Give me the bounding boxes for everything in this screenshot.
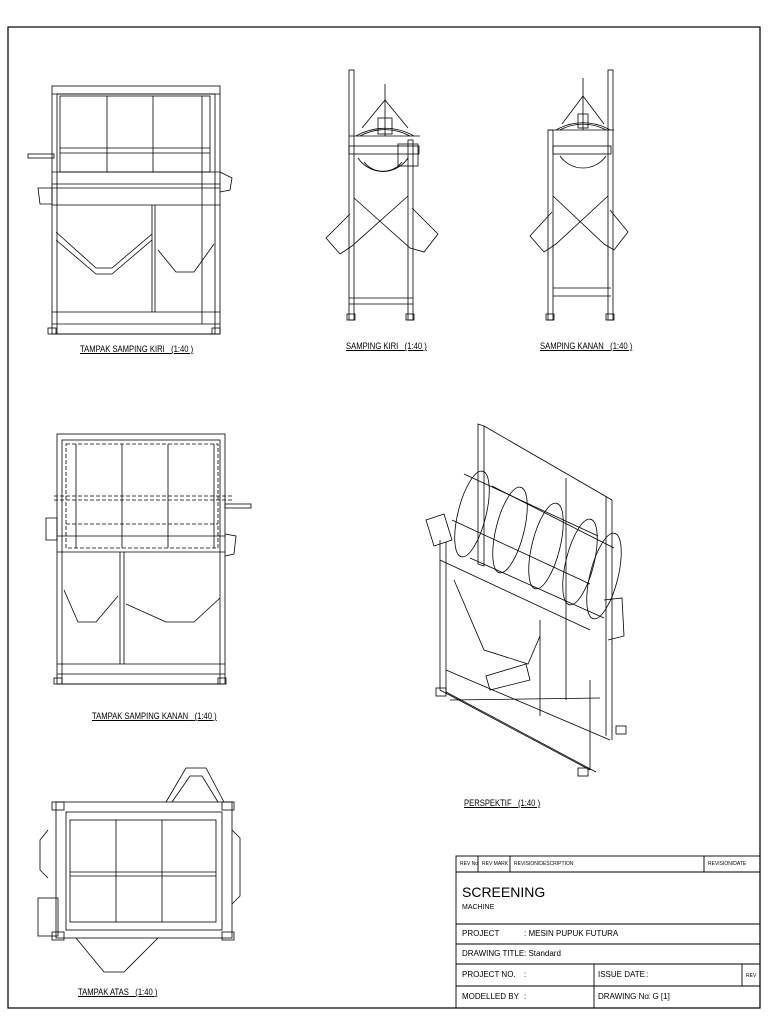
caption-right-side-text: TAMPAK SAMPING KANAN xyxy=(92,711,189,721)
sheet-border xyxy=(7,26,761,1009)
caption-side-left-scale: (1:40 ) xyxy=(404,341,427,351)
tb-title: SCREENING xyxy=(462,884,546,900)
view-left-side-elevation xyxy=(27,85,233,335)
tb-rev-mark: REV MARK xyxy=(482,861,509,867)
caption-right-side-scale: (1:40 ) xyxy=(194,711,217,721)
caption-side-right: SAMPING KANAN (1:40 ) xyxy=(540,341,632,351)
view-perspective xyxy=(425,423,627,777)
view-right-side-elevation xyxy=(45,433,252,685)
caption-perspective-text: PERSPEKTIF xyxy=(464,798,512,808)
tb-issue-date-label: ISSUE DATE xyxy=(598,970,645,979)
caption-perspective: PERSPEKTIF (1:40 ) xyxy=(464,798,540,808)
caption-left-side: TAMPAK SAMPING KIRI (1:40 ) xyxy=(80,344,193,354)
tb-revision-description: REVISION/DESCRIPTION xyxy=(514,861,574,867)
caption-top: TAMPAK ATAS (1:40 ) xyxy=(78,987,157,997)
tb-modelled-by-label: MODELLED BY xyxy=(462,992,519,1001)
caption-top-scale: (1:40 ) xyxy=(135,987,158,997)
tb-drawing-no-value: : G [1] xyxy=(648,992,670,1001)
tb-rev-no: REV No xyxy=(460,861,479,867)
caption-top-text: TAMPAK ATAS xyxy=(78,987,129,997)
tb-issue-date-value: : xyxy=(646,970,649,979)
tb-project-no-value: : xyxy=(524,970,527,979)
tb-subtitle: MACHINE xyxy=(462,904,495,911)
tb-project-label: PROJECT xyxy=(462,929,500,938)
caption-side-left: SAMPING KIRI (1:40 ) xyxy=(346,341,427,351)
tb-revision-date: REVISION/DATE xyxy=(708,861,747,867)
caption-side-left-text: SAMPING KIRI xyxy=(346,341,399,351)
caption-left-side-scale: (1:40 ) xyxy=(171,344,194,354)
caption-side-right-text: SAMPING KANAN xyxy=(540,341,604,351)
tb-project-no-label: PROJECT NO. xyxy=(462,970,516,979)
tb-modelled-by-value: : xyxy=(524,992,527,1001)
view-top xyxy=(37,767,241,973)
title-block xyxy=(455,855,761,1009)
caption-side-right-scale: (1:40 ) xyxy=(610,341,633,351)
view-side-left xyxy=(325,69,439,321)
tb-rev-label: REV xyxy=(746,973,757,979)
tb-drawing-title-label: DRAWING TITLE xyxy=(462,949,525,958)
tb-drawing-title-value: : Standard xyxy=(524,949,561,958)
caption-right-side: TAMPAK SAMPING KANAN (1:40 ) xyxy=(92,711,217,721)
caption-left-side-text: TAMPAK SAMPING KIRI xyxy=(80,344,165,354)
tb-project-value: : MESIN PUPUK FUTURA xyxy=(524,929,619,938)
view-side-right xyxy=(529,69,629,321)
tb-drawing-no-label: DRAWING No xyxy=(598,992,649,1001)
caption-perspective-scale: (1:40 ) xyxy=(518,798,541,808)
